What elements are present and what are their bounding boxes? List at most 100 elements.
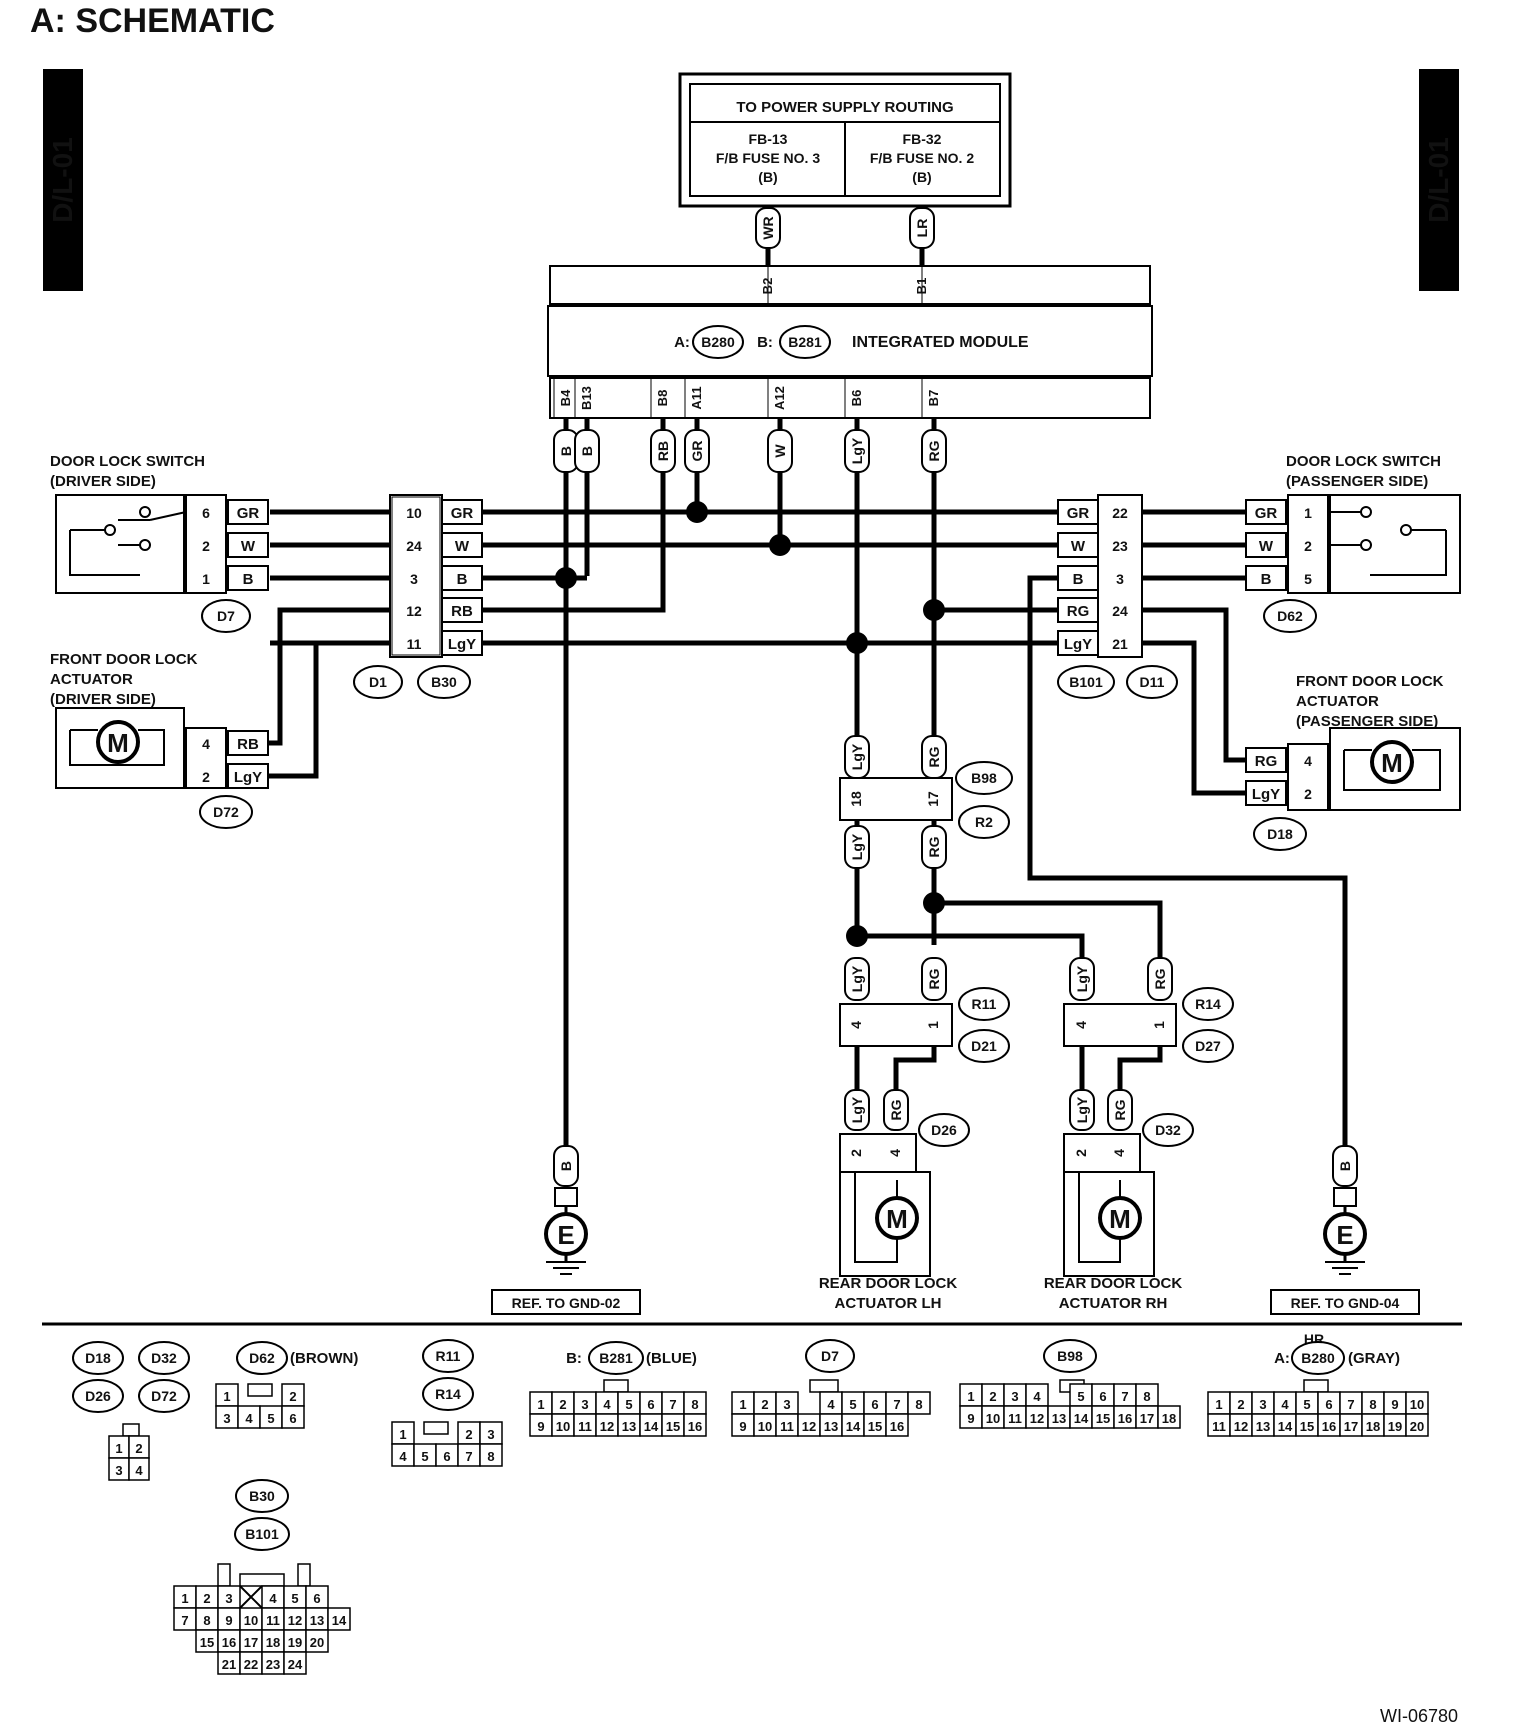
view-d32: D32 bbox=[151, 1350, 177, 1366]
view-b281-grid-pin: 13 bbox=[622, 1419, 636, 1434]
passenger-switch-pin-0: 1 bbox=[1304, 505, 1312, 521]
view-b281-grid-pin: 1 bbox=[537, 1397, 544, 1412]
switch-contact bbox=[139, 539, 151, 551]
view-r11-grid-pin: 8 bbox=[487, 1449, 494, 1464]
right-joint-wire-0: GR bbox=[1067, 505, 1090, 522]
driver-switch-pin-2: 1 bbox=[202, 571, 210, 587]
right-joint-pin-22: 22 bbox=[1112, 505, 1128, 521]
power-supply-title: TO POWER SUPPLY ROUTING bbox=[736, 99, 953, 116]
left-joint-wire-1-tag bbox=[441, 532, 483, 558]
view-b281: B281 bbox=[599, 1350, 633, 1366]
rear-rh-wire-lgy-tag bbox=[1069, 1089, 1095, 1131]
motor-driver-label: M bbox=[107, 728, 129, 758]
view-b280-oval bbox=[1291, 1341, 1345, 1375]
right-joint-wire-1-tag bbox=[1057, 532, 1099, 558]
view-b101: B101 bbox=[245, 1526, 279, 1542]
view-b98-grid-pin: 3 bbox=[1011, 1389, 1018, 1404]
view-b30-grid-pin: 24 bbox=[288, 1657, 303, 1672]
connector-b101-oval bbox=[1057, 665, 1115, 699]
module-wire-label-2-tag bbox=[650, 429, 676, 473]
b98-wire-bottom-lgy: LgY bbox=[849, 833, 865, 860]
motor-rear-lh-label: M bbox=[886, 1204, 908, 1234]
view-d7-grid-pin: 6 bbox=[871, 1397, 878, 1412]
module-connector-b280: B280 bbox=[701, 334, 735, 350]
module-pin-b2: B2 bbox=[760, 278, 775, 295]
driver-actuator-title-3: (DRIVER SIDE) bbox=[50, 691, 156, 708]
module-wire-label-1-tag bbox=[574, 429, 600, 473]
wire-label-lr-tag bbox=[909, 207, 935, 249]
motor-driver bbox=[96, 720, 140, 764]
right-joint-wire-3: RG bbox=[1067, 603, 1090, 620]
view-b98-grid-pin: 8 bbox=[1143, 1389, 1150, 1404]
passenger-switch-connector bbox=[1287, 494, 1329, 594]
left-joint-wire-0-tag bbox=[441, 499, 483, 525]
driver-actuator-pin-1: 2 bbox=[202, 769, 210, 785]
view-b30-grid-pin: 13 bbox=[310, 1613, 324, 1628]
view-b30-grid-pin: 20 bbox=[310, 1635, 324, 1650]
ground-left-wire: B bbox=[558, 1161, 574, 1171]
ground-right-ref-box bbox=[1270, 1289, 1420, 1315]
view-d18-grid-pin: 4 bbox=[135, 1463, 143, 1478]
fuse-right-line1: FB-32 bbox=[903, 131, 942, 147]
view-b30-latch-left bbox=[217, 1563, 231, 1587]
view-d72: D72 bbox=[151, 1388, 177, 1404]
view-b281-grid-pin: 8 bbox=[691, 1397, 698, 1412]
ground-right-symbol: E bbox=[1336, 1220, 1353, 1250]
passenger-actuator-pin-0: 4 bbox=[1304, 753, 1312, 769]
module-body bbox=[547, 305, 1153, 377]
view-r11-latch bbox=[423, 1421, 449, 1435]
view-d62-grid-pin: 3 bbox=[223, 1411, 230, 1426]
connector-d11: D11 bbox=[1140, 674, 1165, 690]
driver-actuator-title-1: FRONT DOOR LOCK bbox=[50, 651, 198, 668]
view-b101-oval bbox=[234, 1517, 290, 1551]
passenger-switch-pin-2: 5 bbox=[1304, 571, 1312, 587]
module-wire-label-5: LgY bbox=[849, 437, 865, 464]
view-d62: D62 bbox=[249, 1350, 275, 1366]
view-b281-grid-pin: 7 bbox=[669, 1397, 676, 1412]
view-b281-grid-cell bbox=[683, 1413, 707, 1437]
view-b30-grid-pin: 14 bbox=[332, 1613, 347, 1628]
fuse-left-line1: FB-13 bbox=[749, 131, 788, 147]
view-b280-grid-pin: 20 bbox=[1410, 1419, 1424, 1434]
view-b30-grid-cell bbox=[283, 1651, 307, 1675]
view-b281-note: (BLUE) bbox=[646, 1350, 697, 1367]
view-d7-grid-pin: 15 bbox=[868, 1419, 882, 1434]
view-r11-grid-pin: 1 bbox=[399, 1427, 406, 1442]
driver-switch-symbol bbox=[69, 511, 187, 576]
view-r14-oval bbox=[422, 1377, 474, 1411]
view-b280-grid-pin: 9 bbox=[1391, 1397, 1398, 1412]
view-b280-grid-pin: 13 bbox=[1256, 1419, 1270, 1434]
left-joint-wire-3: RB bbox=[451, 603, 473, 620]
driver-switch-wire-2: B bbox=[243, 571, 254, 588]
view-b280: B280 bbox=[1301, 1350, 1335, 1366]
module-pin-a11: A11 bbox=[689, 386, 704, 409]
view-b281-grid-pin: 5 bbox=[625, 1397, 632, 1412]
rear-rh-wire-rg: RG bbox=[1112, 1099, 1128, 1120]
fuse-right-line2: F/B FUSE NO. 2 bbox=[870, 150, 974, 166]
r11-wire-lgy-tag bbox=[844, 957, 870, 1001]
view-d62-latch bbox=[247, 1383, 273, 1397]
view-b280-grid-cell bbox=[1405, 1413, 1429, 1437]
module-wire-label-4-tag bbox=[767, 429, 793, 473]
view-b30-latch-right bbox=[297, 1563, 311, 1587]
fuse-right-line3: (B) bbox=[912, 169, 931, 185]
wire-rb-run bbox=[442, 418, 666, 613]
connector-d27: D27 bbox=[1195, 1038, 1221, 1054]
view-b98-oval bbox=[1043, 1339, 1097, 1373]
passenger-actuator-connector bbox=[1287, 743, 1329, 811]
view-d18-grid-pin: 3 bbox=[115, 1463, 122, 1478]
ground-right-ref: REF. TO GND-04 bbox=[1291, 1295, 1400, 1311]
view-b98-grid-pin: 6 bbox=[1099, 1389, 1106, 1404]
passenger-actuator-wire-0: RG bbox=[1255, 753, 1278, 770]
view-r11-grid-pin: 2 bbox=[465, 1427, 472, 1442]
b98-wire-bottom-rg: RG bbox=[926, 836, 942, 857]
r14-pin-1: 1 bbox=[1151, 1021, 1167, 1029]
view-b281-grid-pin: 12 bbox=[600, 1419, 614, 1434]
driver-switch-connector bbox=[185, 494, 227, 594]
left-joint-wire-2-tag bbox=[441, 565, 483, 591]
view-b280-grid-pin: 2 bbox=[1237, 1397, 1244, 1412]
driver-actuator-connector bbox=[185, 727, 227, 789]
driver-switch-pin-1: 2 bbox=[202, 538, 210, 554]
view-b280-note: (GRAY) bbox=[1348, 1350, 1400, 1367]
r14-wire-rg: RG bbox=[1152, 968, 1168, 989]
